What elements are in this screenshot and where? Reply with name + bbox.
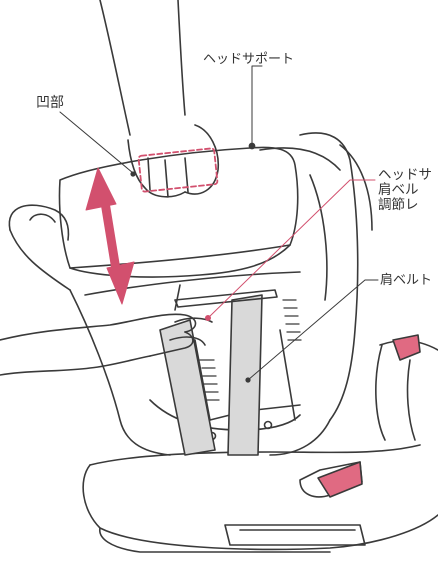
upper-hand bbox=[99, 0, 220, 198]
adjuster-label-line-1: ヘッドサ bbox=[378, 167, 432, 183]
headrest-label: ヘッドサポート bbox=[203, 52, 295, 67]
right-shoulder-belt bbox=[227, 294, 263, 456]
adjuster-point bbox=[205, 315, 211, 321]
leader-lines bbox=[59, 65, 379, 381]
seat-back bbox=[84, 271, 302, 441]
base-release-tab bbox=[317, 461, 363, 498]
recess-point bbox=[130, 171, 136, 177]
rear-release-tab bbox=[392, 334, 421, 361]
seat-shell bbox=[8, 132, 373, 456]
lower-hand bbox=[0, 289, 278, 376]
height-arrow bbox=[85, 167, 135, 305]
shoulder-belt-label: 肩ベルト bbox=[380, 273, 433, 288]
adjuster-label-line-2: 肩ベル bbox=[378, 182, 419, 198]
recess-label: 凹部 bbox=[36, 95, 64, 111]
adjuster-label: ヘッドサ 肩ベル 調節レ bbox=[378, 168, 432, 213]
headrest bbox=[58, 142, 299, 278]
adjuster-label-line-3: 調節レ bbox=[378, 197, 419, 213]
recess-marker bbox=[137, 147, 219, 193]
left-shoulder-belt bbox=[159, 319, 216, 456]
